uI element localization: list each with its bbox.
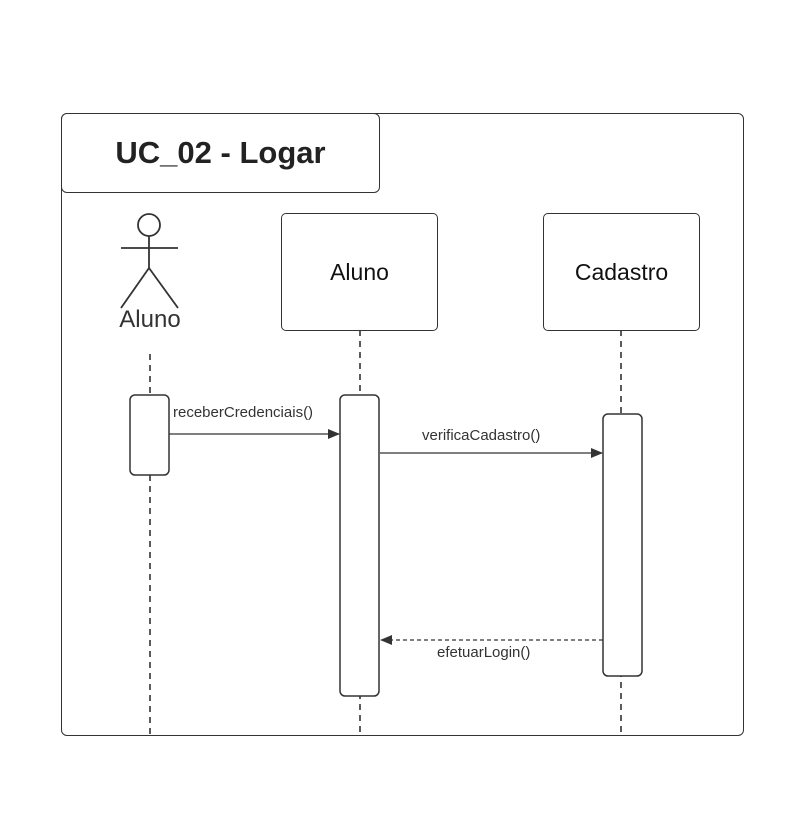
lifeline-label-aluno: Aluno [330,258,389,285]
actor-stick-figure-icon [120,213,179,309]
message-label-receber: receberCredenciais() [173,404,314,421]
diagram-frame [61,113,744,736]
lifeline-box-cadastro: Cadastro [543,213,700,331]
cadastro-activation-bar [602,413,643,677]
lifeline-label-cadastro: Cadastro [574,258,669,285]
frame-title-box: UC_02 - Logar [61,113,380,193]
aluno-activation-bar [339,394,380,697]
lifeline-box-aluno: Aluno [281,213,438,331]
message-label-verifica: verificaCadastro() [422,427,541,444]
message-label-efetuar: efetuarLogin() [437,644,531,661]
frame-title: UC_02 - Logar [115,135,326,170]
actor-label: Aluno [119,306,181,333]
actor-activation-bar [129,394,170,476]
